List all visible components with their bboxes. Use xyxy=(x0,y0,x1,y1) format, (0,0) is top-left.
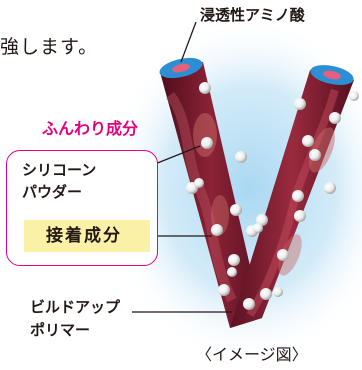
silicone-label-line2: パウダー xyxy=(22,183,83,201)
particle xyxy=(349,91,359,101)
fluffy-component-label: ふんわり成分 xyxy=(42,119,139,138)
particle xyxy=(302,135,314,147)
particle xyxy=(211,224,223,236)
particle xyxy=(218,284,230,296)
particle xyxy=(227,267,237,277)
particle xyxy=(194,178,204,188)
hair-fiber-right xyxy=(230,65,354,328)
buildup-label-line1: ビルドアップ xyxy=(30,298,121,316)
particle xyxy=(256,214,268,226)
particle xyxy=(253,223,263,233)
particle xyxy=(309,149,321,161)
intro-text: 強します。 xyxy=(0,36,99,58)
amino-acid-leader xyxy=(180,21,197,63)
particle xyxy=(294,98,306,110)
buildup-label-line2: ポリマー xyxy=(30,321,91,339)
particle xyxy=(260,288,272,300)
particle xyxy=(243,298,255,310)
adhesive-label: 接着成分 xyxy=(24,220,150,252)
silicone-label-line1: シリコーン xyxy=(22,161,97,179)
amino-acid-label: 浸透性アミノ酸 xyxy=(200,6,305,24)
particle xyxy=(292,190,304,202)
particle xyxy=(235,151,247,163)
particle xyxy=(201,137,213,149)
particle xyxy=(228,254,240,266)
particle xyxy=(199,82,211,94)
particle xyxy=(324,182,336,194)
particle xyxy=(294,210,306,222)
particle xyxy=(230,204,242,216)
silicone-powder-particles xyxy=(186,82,359,310)
particle xyxy=(329,112,341,124)
particle xyxy=(273,287,283,297)
image-caption: 〈イメージ図〉 xyxy=(196,345,308,364)
particle xyxy=(277,249,289,261)
